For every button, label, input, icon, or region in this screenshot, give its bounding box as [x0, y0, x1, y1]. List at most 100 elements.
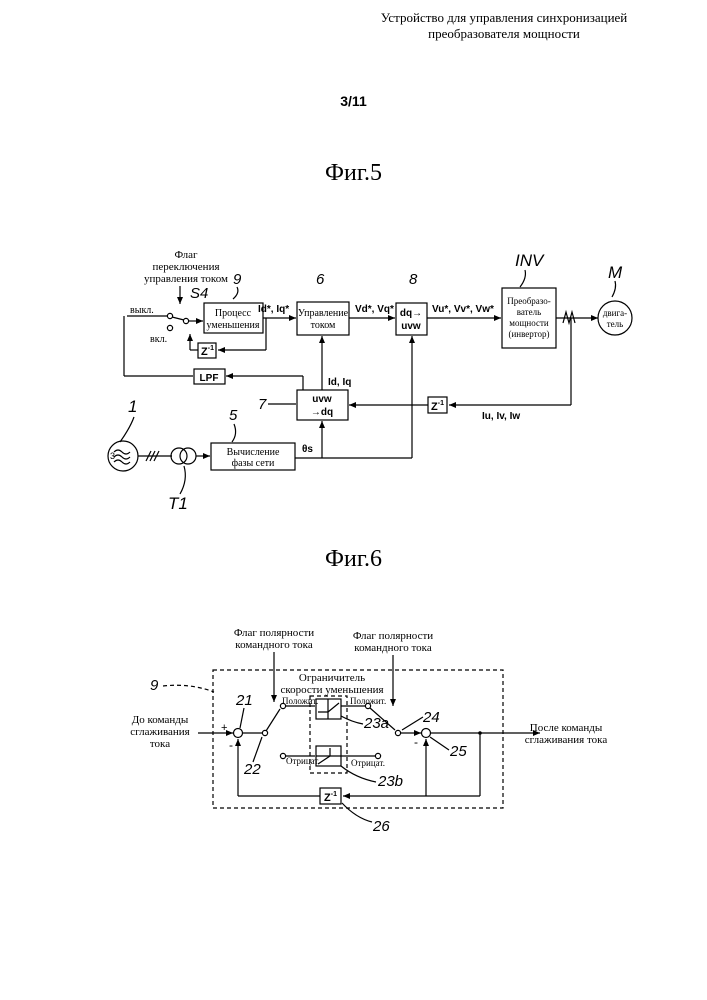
fig5-switch-common	[183, 318, 188, 323]
fig6-diagram: 9 Флаг полярности командного тока Флаг п…	[130, 627, 607, 835]
fig6-limiter-1: Ограничитель	[299, 672, 365, 684]
fig5-motor-text-1: двига-	[603, 308, 627, 318]
fig5-ref-s4: S4	[190, 285, 208, 302]
fig5-lpf-text: LPF	[200, 373, 219, 384]
fig5-dq-uvw-text-2: uvw	[401, 321, 421, 332]
fig5-leader-m	[612, 281, 616, 297]
fig6-switch-24-common	[395, 730, 400, 735]
fig6-input-3: тока	[150, 738, 170, 750]
fig6-neg-right: Отрицат.	[351, 758, 385, 768]
fig6-switch-24-neg-contact	[375, 753, 380, 758]
fig6-output-1: После команды	[530, 722, 603, 734]
fig6-ref-21: 21	[235, 692, 253, 709]
fig5-inverter-text-3: мощности	[509, 318, 549, 328]
fig5-ref-5: 5	[229, 407, 238, 424]
fig6-switch-24-pos-contact	[365, 703, 370, 708]
fig5-flag-label-2: переключения	[152, 261, 219, 273]
fig6-summer-21	[234, 729, 243, 738]
fig5-grid-phase-label: 3	[110, 451, 115, 461]
fig5-theta-label: θs	[302, 444, 313, 455]
fig6-flag-left-2: командного тока	[235, 639, 313, 651]
fig5-on-label: вкл.	[150, 334, 167, 345]
fig5-ref-7: 7	[258, 396, 267, 413]
fig5-phase-calc-text-1: Вычисление	[227, 447, 280, 458]
fig5-iuvw-label: Iu, Iv, Iw	[482, 411, 520, 422]
fig5-uvw-dq-text-2: →dq	[311, 407, 333, 418]
fig5-ref-m: M	[608, 263, 623, 282]
fig6-ref-26: 26	[372, 818, 390, 835]
fig5-grid-wave-2	[114, 455, 130, 459]
fig5-flag-label-3: управления током	[144, 273, 228, 285]
fig5-diagram: Флаг переключения управления током S4 вы…	[108, 249, 632, 513]
fig6-ref-22: 22	[243, 761, 261, 778]
fig5-z-delay-text-2: Z-1	[431, 400, 444, 413]
fig5-leader-1	[120, 417, 134, 442]
fig6-output-2: сглаживания тока	[525, 734, 608, 746]
fig6-switch-22-neg-contact	[280, 753, 285, 758]
fig5-ref-8: 8	[409, 271, 418, 288]
fig6-leader-26	[342, 803, 372, 822]
fig5-leader-t1	[180, 466, 185, 494]
fig6-ref-9: 9	[150, 677, 159, 694]
fig5-z-delay-text: Z-1	[201, 345, 214, 358]
fig6-plus-21: +	[221, 722, 227, 734]
fig5-ref-6: 6	[316, 271, 325, 288]
fig5-current-control-text-1: Управление	[298, 308, 349, 319]
fig6-leader-23b	[341, 766, 376, 782]
fig6-leader-24	[402, 717, 423, 730]
fig5-grid-wave-1	[114, 450, 130, 454]
fig6-input-2: сглаживания	[130, 726, 189, 738]
fig5-ref-1: 1	[128, 397, 137, 416]
fig5-leader-9	[233, 287, 238, 299]
fig5-transformer-coil-1	[171, 448, 187, 464]
fig6-z-delay-text: Z-1	[324, 791, 337, 804]
fig6-leader-21	[240, 708, 244, 728]
fig5-inverter-text-4: (инвертор)	[508, 329, 549, 339]
fig6-leader-9	[163, 685, 214, 692]
fig5-ref-t1: T1	[168, 494, 188, 513]
fig5-inverter-text-2: ватель	[517, 307, 541, 317]
fig6-minus-25: -	[414, 735, 418, 749]
fig5-uvw-dq-text-1: uvw	[312, 394, 332, 405]
fig6-leader-25	[430, 737, 449, 750]
fig5-off-label: выкл.	[130, 305, 154, 316]
fig5-vuvw-label: Vu*, Vv*, Vw*	[432, 304, 494, 315]
fig5-inverter-text-1: Преобразо-	[507, 296, 551, 306]
fig5-phase-calc-text-2: фазы сети	[232, 458, 275, 469]
fig5-switch-on-contact	[167, 325, 172, 330]
fig5-motor-text-2: тель	[607, 319, 624, 329]
fig6-flag-left-1: Флаг полярности	[234, 627, 314, 639]
fig6-flag-right-2: командного тока	[354, 642, 432, 654]
fig5-ref-9: 9	[233, 271, 242, 288]
fig6-leader-22	[253, 737, 262, 762]
fig5-current-control-text-2: током	[311, 320, 336, 331]
fig5-grid-wave-3	[114, 460, 130, 464]
fig6-ref-23b: 23b	[377, 773, 403, 790]
fig6-limiter-2: скорости уменьшения	[280, 684, 383, 696]
fig5-dq-uvw-text-1: dq→	[400, 308, 422, 319]
fig5-flag-label-1: Флаг	[174, 249, 198, 261]
fig6-pos-left: Положит.	[282, 696, 318, 706]
fig6-summer-25	[422, 729, 431, 738]
fig5-switch-lever	[172, 317, 184, 320]
fig6-input-1: До команды	[132, 714, 189, 726]
fig5-leader-5	[232, 424, 236, 442]
fig6-ref-25: 25	[449, 743, 467, 760]
fig5-switch-off-contact	[167, 313, 172, 318]
fig6-leader-23a	[341, 716, 363, 724]
fig6-ref-24: 24	[422, 709, 440, 726]
fig5-leader-inv	[520, 270, 525, 287]
fig5-motor	[598, 301, 632, 335]
fig6-switch-22-lever	[266, 709, 280, 731]
fig5-transformer-coil-2	[180, 448, 196, 464]
fig6-neg-left: Отрицат.	[286, 756, 320, 766]
fig5-idiq-cmd-label: Id*, Iq*	[258, 304, 289, 315]
fig6-switch-22-common	[262, 730, 267, 735]
fig5-reduction-text-2: уменьшения	[207, 320, 260, 331]
fig5-ref-inv: INV	[515, 251, 545, 270]
fig5-idiq-label: Id, Iq	[328, 377, 351, 388]
fig6-minus-21: -	[229, 738, 233, 752]
fig6-ref-23a: 23a	[363, 715, 389, 732]
fig5-reduction-text-1: Процесс	[215, 308, 252, 319]
